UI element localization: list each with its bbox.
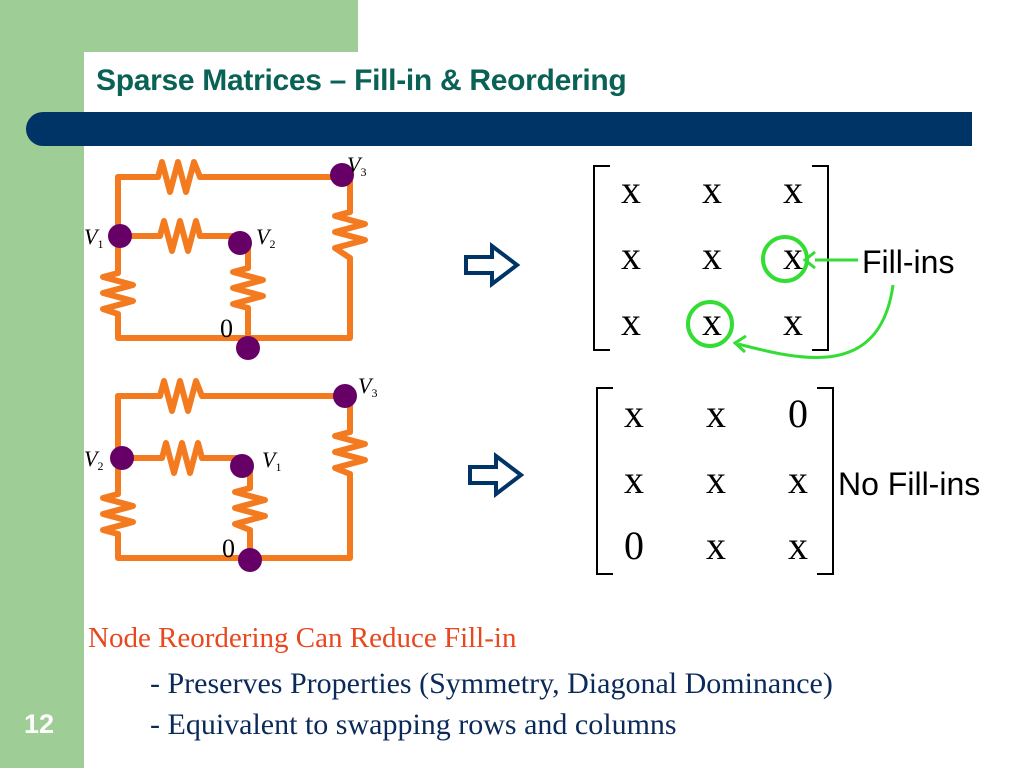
matrix-cell: x xyxy=(621,167,641,212)
label-bottom-middle: V1 xyxy=(262,447,282,474)
node-top-v3 xyxy=(330,163,354,187)
matrix-cell: x xyxy=(706,391,726,436)
right-arrow-icon xyxy=(468,452,525,498)
matrix-top-brackets xyxy=(593,165,829,351)
notes-heading: Node Reordering Can Reduce Fill-in xyxy=(88,622,517,654)
matrix-cell: x xyxy=(783,299,803,344)
curved-arrow-icon xyxy=(732,284,895,359)
node-bottom-middle xyxy=(230,454,254,478)
matrix-cell: x xyxy=(788,523,808,568)
matrix-cell: x xyxy=(624,457,644,502)
resistor-bottom-2 xyxy=(159,440,205,476)
resistor-top-4 xyxy=(230,265,266,311)
straight-arrow-icon xyxy=(802,250,858,270)
fill-in-highlight-circle xyxy=(686,300,734,348)
node-bottom-left xyxy=(110,446,134,470)
right-arrow-icon xyxy=(464,242,521,288)
matrix-cell: x xyxy=(706,523,726,568)
content-area xyxy=(84,52,1024,768)
node-bottom-v3 xyxy=(333,384,357,408)
matrix-cell: 0 xyxy=(788,391,808,436)
slide-number: 12 xyxy=(24,709,55,739)
no-fill-ins-label: No Fill-ins xyxy=(838,466,981,502)
resistor-top-2 xyxy=(157,218,203,254)
fill-ins-label: Fill-ins xyxy=(862,244,955,280)
label-top-v3: V3 xyxy=(347,152,367,179)
matrix-cell: x xyxy=(702,167,722,212)
label-bottom-left: V2 xyxy=(84,446,104,473)
matrix-cell: x xyxy=(624,391,644,436)
resistor-bottom-3 xyxy=(100,491,136,537)
label-top-v2: V2 xyxy=(256,224,276,251)
slide-title: Sparse Matrices – Fill-in & Reordering xyxy=(96,64,627,97)
matrix-bottom: x x 0 x x x 0 x x xyxy=(595,384,837,578)
resistor-bottom-4 xyxy=(232,485,268,533)
resistor-top-3 xyxy=(100,270,136,317)
label-bottom-ground: 0 xyxy=(222,534,235,563)
resistor-top-1 xyxy=(155,159,203,195)
matrix-cell-fill-in: x xyxy=(702,299,722,344)
matrix-cell: x xyxy=(788,457,808,502)
matrix-cell: x xyxy=(702,233,722,278)
top-accent-block xyxy=(0,0,358,52)
matrix-cell: x xyxy=(621,299,641,344)
resistor-bottom-5 xyxy=(332,429,368,477)
bottom-circuit-wires xyxy=(115,393,353,571)
label-top-v1: V1 xyxy=(84,224,104,251)
top-circuit-wires xyxy=(115,172,353,351)
fill-in-highlight-circle xyxy=(761,235,809,283)
label-bottom-v3: V3 xyxy=(358,373,378,400)
notes-bullet-1: - Preserves Properties (Symmetry, Diagon… xyxy=(150,667,833,700)
matrix-bottom-brackets xyxy=(596,387,834,575)
label-top-ground: 0 xyxy=(220,314,233,343)
node-top-ground xyxy=(236,336,260,360)
matrix-cell: x xyxy=(706,457,726,502)
matrix-cell: 0 xyxy=(624,523,644,568)
matrix-cell: x xyxy=(783,167,803,212)
matrix-top: x x x x x x x x x xyxy=(592,162,832,354)
matrix-cell-fill-in: x xyxy=(783,233,803,278)
node-top-v2 xyxy=(228,231,252,255)
resistor-bottom-1 xyxy=(157,378,205,414)
node-top-v1 xyxy=(108,224,132,248)
matrix-cell: x xyxy=(621,233,641,278)
node-bottom-ground xyxy=(238,548,262,572)
title-divider-bar xyxy=(26,112,972,146)
resistor-top-5 xyxy=(332,209,368,261)
notes-bullet-2: - Equivalent to swapping rows and column… xyxy=(150,708,677,741)
